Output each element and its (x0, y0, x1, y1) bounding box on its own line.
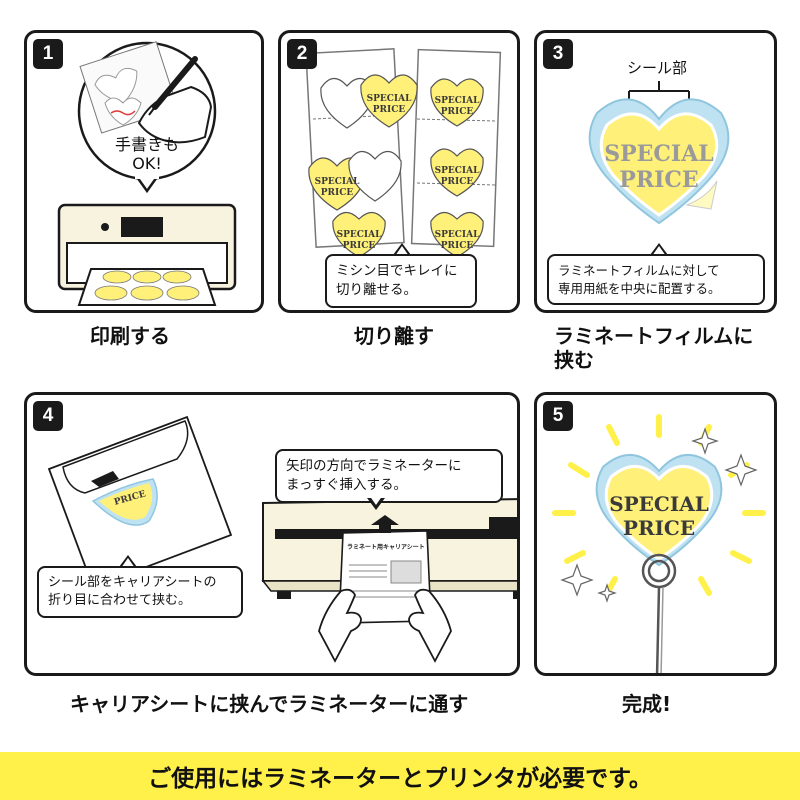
step-2-sticker-a-line1: SPECIAL (367, 94, 412, 104)
step-1-caption: 印刷する (90, 324, 170, 348)
step-1-number: 1 (33, 39, 63, 69)
step-2-bubble-tail (393, 243, 411, 256)
step-2-number: 2 (287, 39, 317, 69)
seal-part-label: シール部 (627, 59, 688, 77)
step-2-bubble-line-2: 切り離せる。 (336, 281, 417, 298)
step-3-illustration: SPECIAL PRICE (588, 81, 730, 225)
step-5-sticker-line2: PRICE (623, 516, 695, 540)
step-5-sticker-line1: SPECIAL (609, 492, 709, 516)
step-3-bubble-line-2: 専用用紙を中央に配置する。 (558, 280, 721, 296)
step-4-bubble-right-tail (367, 495, 385, 510)
step-3-panel: 3 シール部 SPECIAL PRICE ラミネートフィルムに対して 専用用紙を… (534, 30, 777, 313)
step-3-bubble-tail (650, 243, 668, 256)
step-2-sticker-b-line1: SPECIAL (315, 177, 360, 187)
step-3-caption-line-2: 挟む (554, 348, 594, 372)
step-2-bubble-line-1: ミシン目でキレイに (336, 263, 458, 279)
step-2-sticker-e-line2: PRICE (441, 177, 474, 187)
step-2-sticker-f-line2: PRICE (441, 241, 474, 251)
step-4-bubble-left: シール部をキャリアシートの 折り目に合わせて挟む。 (37, 566, 243, 619)
step-3-bubble: ラミネートフィルムに対して 専用用紙を中央に配置する。 (547, 254, 765, 305)
step-4-bubble-left-line-1: シール部をキャリアシートの (48, 575, 217, 590)
step-4-number: 4 (33, 401, 63, 431)
step-2-sticker-c-line1: SPECIAL (337, 230, 382, 240)
step-4-illustration: PRICE ラミネート用キャリアシート (47, 415, 517, 663)
step-2-sticker-d-line1: SPECIAL (435, 96, 480, 106)
step-1-bubble-text: 手書きも OK! (107, 135, 187, 173)
printer (57, 203, 237, 306)
step-2-illustration: SPECIAL PRICE SPECIAL PRICE SPECIAL PRIC… (305, 48, 502, 258)
step-5-caption: 完成! (622, 692, 672, 716)
step-2-sticker-c-line2: PRICE (343, 241, 376, 251)
step-5-number: 5 (543, 401, 573, 431)
step-3-sticker-line1: SPECIAL (604, 141, 714, 167)
step-2-caption: 切り離す (354, 324, 434, 348)
step-2-sticker-e-line1: SPECIAL (435, 166, 480, 176)
carrier-sheet-title: ラミネート用キャリアシート (347, 543, 425, 551)
step-2-bubble: ミシン目でキレイに 切り離せる。 (325, 254, 477, 308)
step-2-sticker-f-line1: SPECIAL (435, 230, 480, 240)
step-2-panel: 2 SPECIAL PRICE SPECIAL PRICE SPECIAL PR… (278, 30, 520, 313)
step-5-panel: 5 SPECIAL PRICE (534, 392, 777, 676)
step-4-bubble-right-line-1: 矢印の方向でラミネーターに (286, 458, 462, 474)
step-2-sticker-d-line2: PRICE (441, 107, 474, 117)
step-4-bubble-right: 矢印の方向でラミネーターに まっすぐ挿入する。 (275, 449, 503, 503)
step-5-illustration: SPECIAL PRICE (552, 414, 766, 673)
step-4-bubble-right-line-2: まっすぐ挿入する。 (286, 476, 407, 493)
step-4-bubble-left-tail (119, 555, 137, 568)
step-4-panel: 4 PRICE ラミネート用キャリアシート (24, 392, 520, 676)
step-3-number: 3 (543, 39, 573, 69)
step-1-illustration (57, 41, 237, 306)
step-4-caption: キャリアシートに挟んでラミネーターに通す (70, 692, 469, 716)
hands (318, 588, 452, 663)
card-stand (641, 553, 677, 673)
requirement-banner: ご使用にはラミネーターとプリンタが必要です。 (0, 752, 800, 800)
carrier-sheet-front: ラミネート用キャリアシート (338, 515, 432, 624)
sparkle-icons (560, 427, 758, 603)
step-1-panel: 1 (24, 30, 264, 313)
step-3-bubble-line-1: ラミネートフィルムに対して (558, 263, 720, 278)
step-3-caption: ラミネートフィルムに 挟む (554, 324, 753, 372)
hand-with-pen (137, 56, 213, 144)
step-1-bubble-line-2: OK! (132, 154, 162, 174)
step-4-bubble-left-line-2: 折り目に合わせて挟む。 (48, 593, 192, 609)
step-2-sticker-b-line2: PRICE (321, 188, 354, 198)
step-1-bubble-line-1: 手書きも (114, 135, 179, 154)
step-2-sticker-a-line2: PRICE (373, 105, 406, 115)
step-3-caption-line-1: ラミネートフィルムに (554, 324, 754, 348)
step-3-sticker-line2: PRICE (619, 167, 698, 193)
requirement-banner-text: ご使用にはラミネーターとプリンタが必要です。 (148, 766, 652, 792)
carrier-sheet: PRICE (47, 415, 233, 589)
